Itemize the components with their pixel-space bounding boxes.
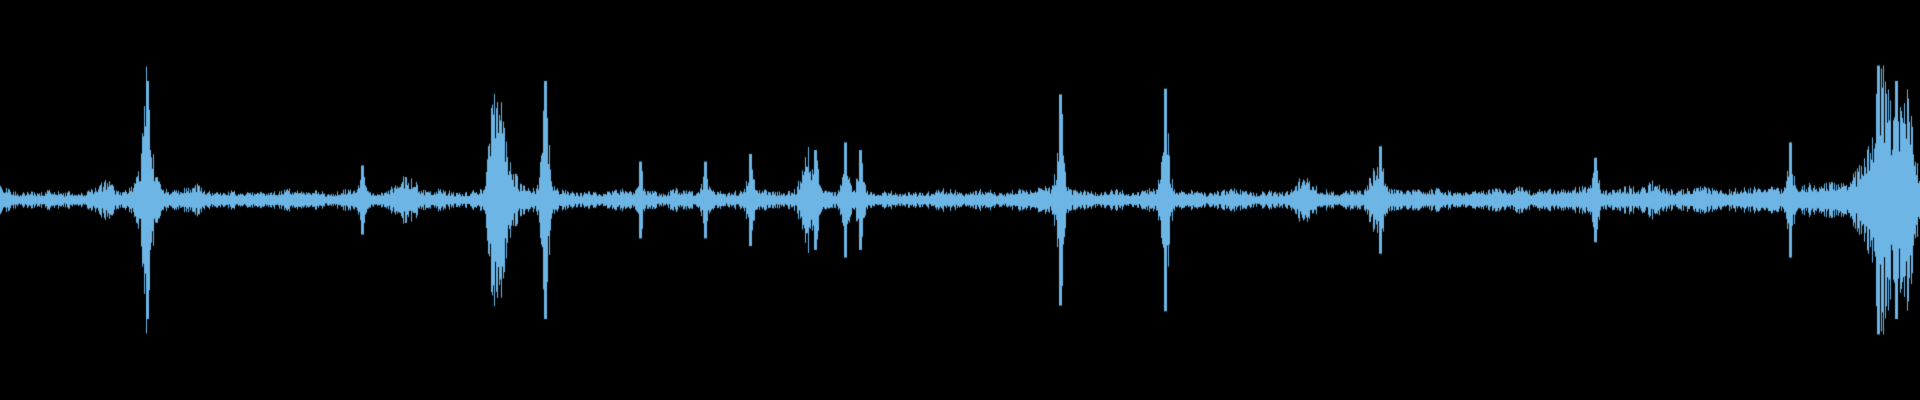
audio-waveform-viewer[interactable] (0, 0, 1920, 400)
waveform-canvas[interactable] (0, 0, 1920, 400)
